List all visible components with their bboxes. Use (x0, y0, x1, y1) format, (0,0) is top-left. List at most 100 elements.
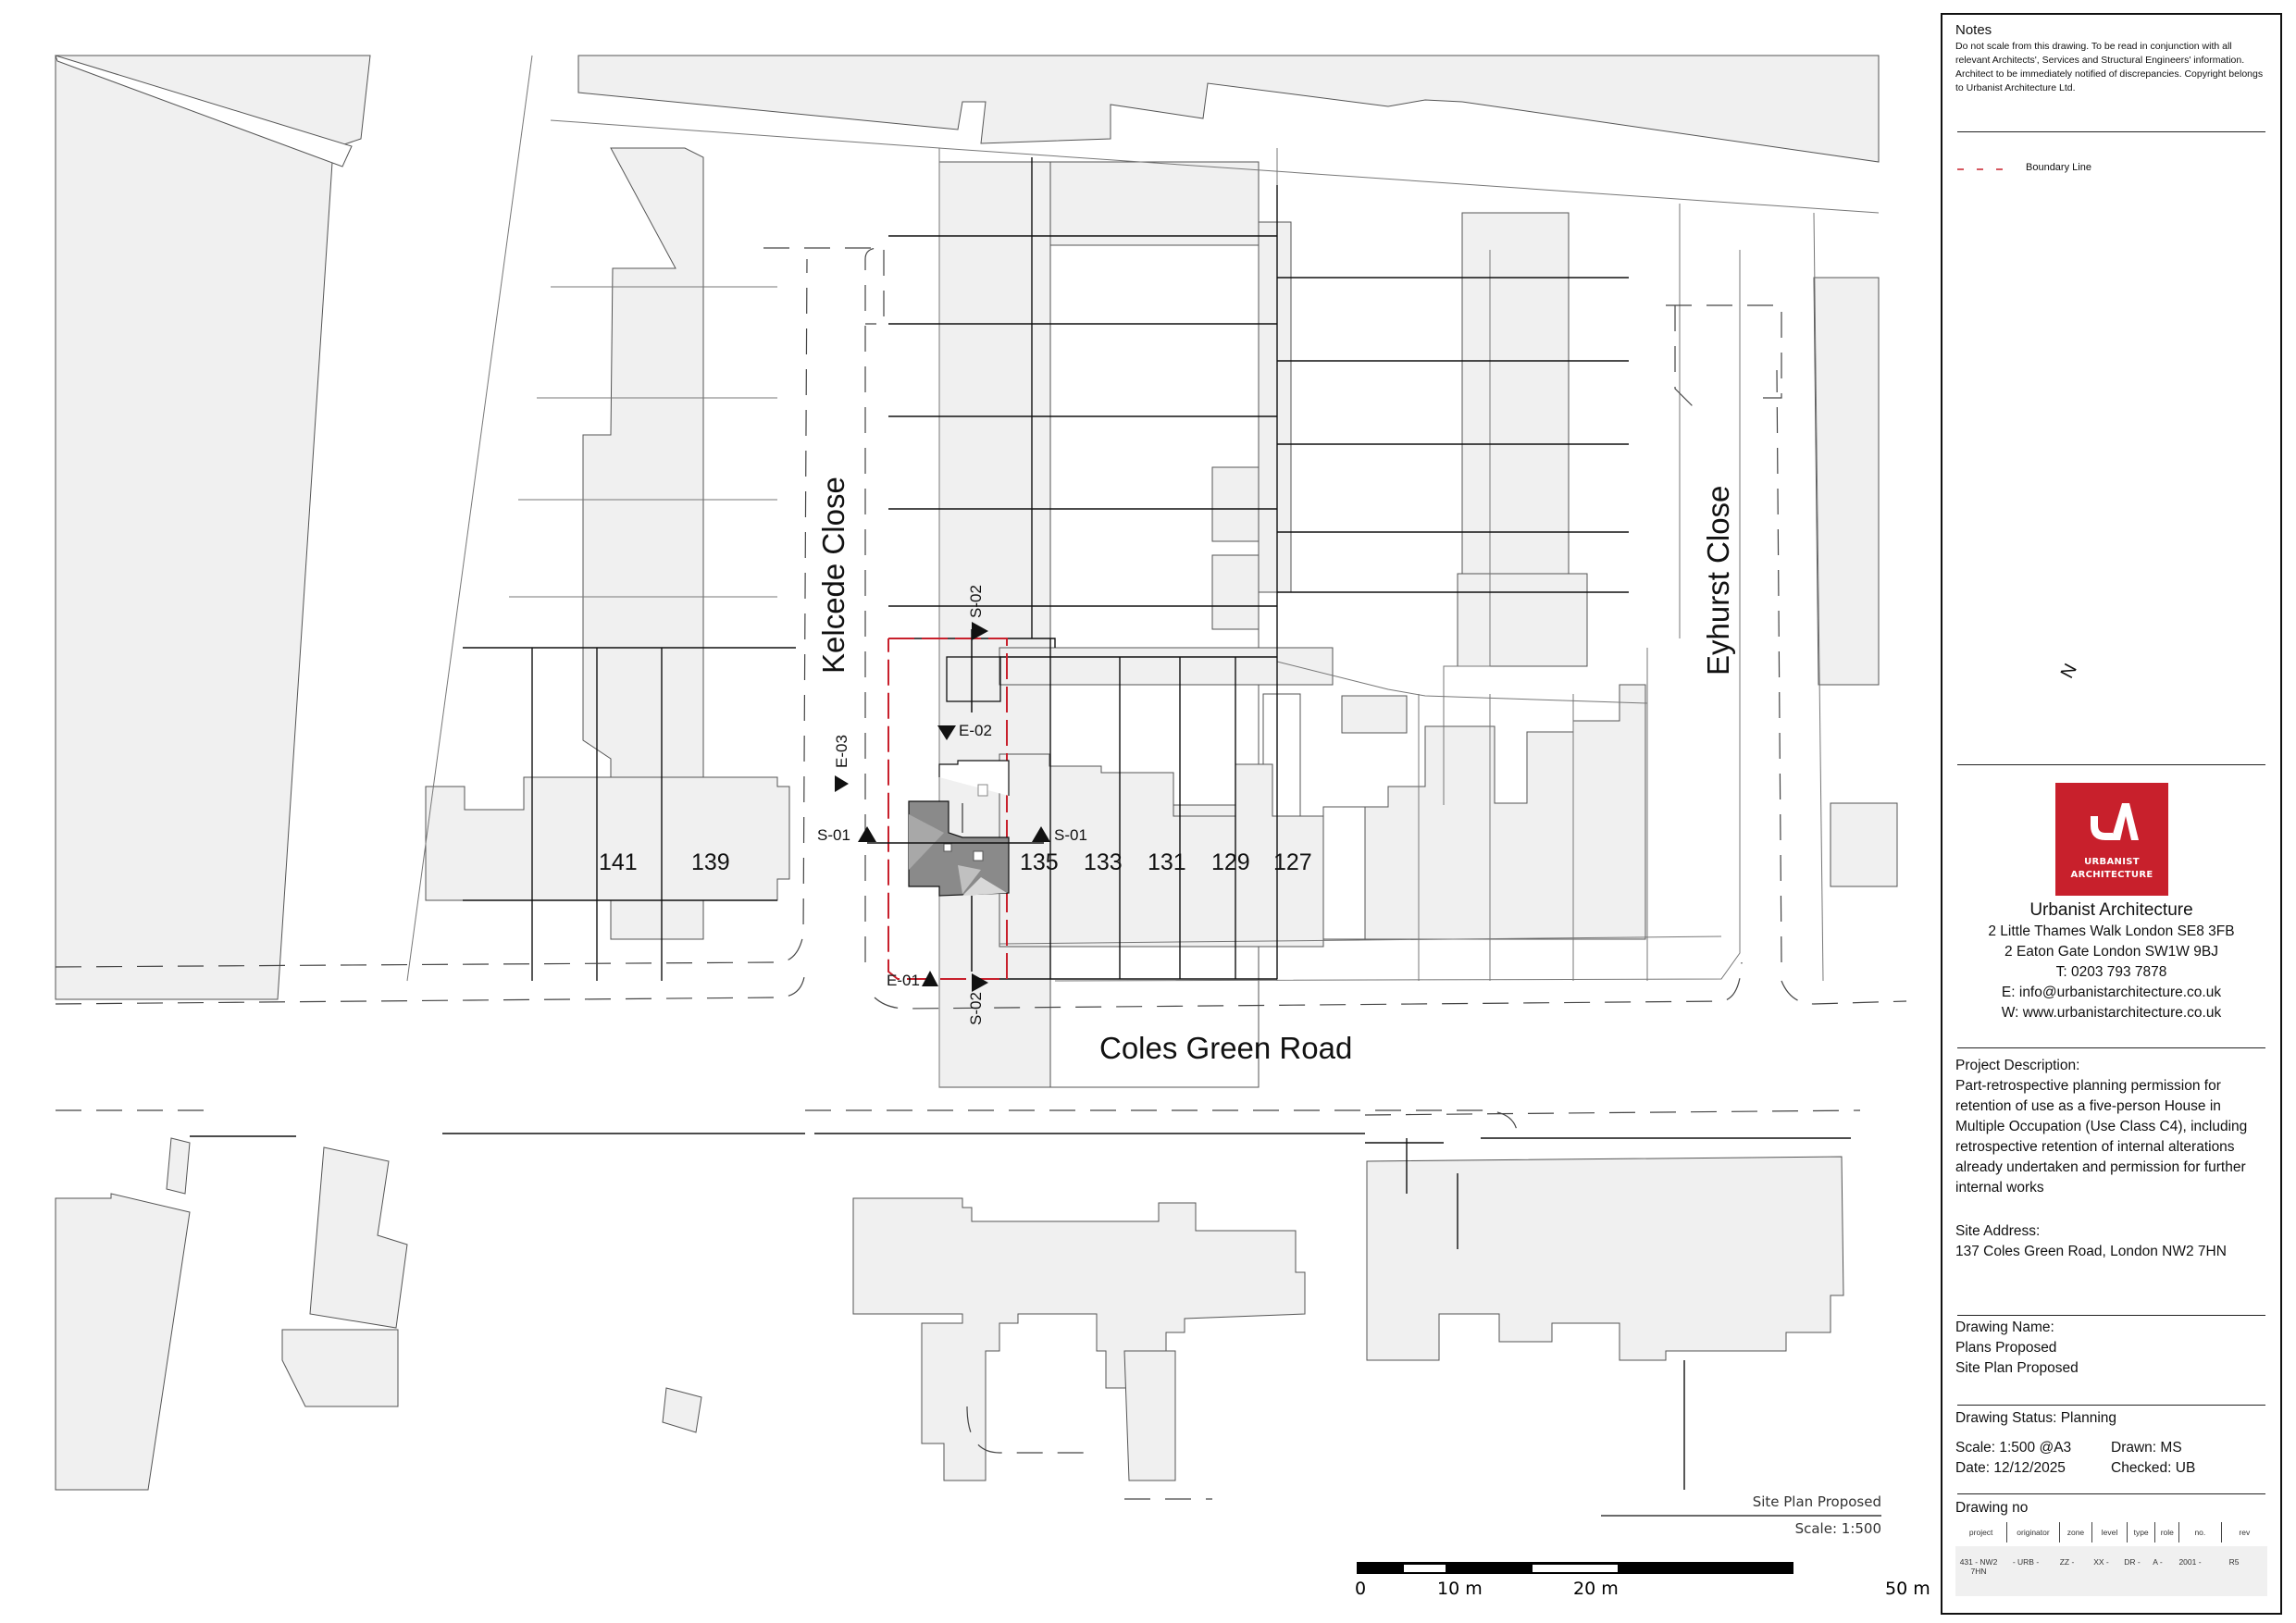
checked-by: Checked: UB (2111, 1460, 2196, 1476)
building-block (55, 1193, 191, 1491)
col-originator: originator (2007, 1522, 2060, 1542)
col-role: role (2155, 1522, 2180, 1542)
plan-caption-title: Site Plan Proposed (1752, 1493, 1881, 1510)
section-marker-s02-bottom-arrow (972, 973, 988, 992)
plan-caption-scale: Scale: 1:500 (1794, 1520, 1881, 1537)
section-label-e02: E-02 (959, 722, 992, 739)
company-address-2: 2 Eaton Gate London SW1W 9BJ (2004, 944, 2218, 960)
drawing-status: Drawing Status: Planning (1955, 1410, 2117, 1426)
logo-text-line1: URBANIST (2084, 857, 2140, 867)
building-block (1364, 684, 1646, 940)
scale-label-20m: 20 m (1573, 1579, 1619, 1599)
val-type: DR - (2124, 1557, 2141, 1567)
section-label-s02-top: S-02 (967, 585, 985, 618)
drawing-name-heading: Drawing Name: (1955, 1319, 2054, 1335)
val-rev: R5 (2228, 1557, 2240, 1567)
building-block (55, 55, 371, 1000)
val-role: A - (2153, 1557, 2163, 1567)
legend-boundary-line: Boundary Line (1955, 161, 2267, 175)
site-boundary-line (887, 638, 1008, 980)
site-address-heading: Site Address: (1955, 1223, 2041, 1239)
val-originator: - URB - (2012, 1557, 2040, 1567)
drawing-name-line1: Plans Proposed (1955, 1340, 2057, 1356)
section-label-s01-right: S-01 (1054, 826, 1087, 844)
divider (1957, 1315, 2265, 1316)
section-marker-s02-top-arrow (972, 622, 988, 640)
drawing-date: Date: 12/12/2025 (1955, 1460, 2066, 1476)
company-info: Urbanist Architecture 2 Little Thames Wa… (1955, 899, 2267, 1023)
divider (1957, 1405, 2265, 1406)
section-marker-e03-arrow (835, 775, 849, 792)
ua-logo-icon (2091, 803, 2139, 840)
col-type: type (2128, 1522, 2156, 1542)
building-block (1366, 1156, 1844, 1361)
section-marker-s01-left-arrow (858, 826, 876, 842)
section-label-s01-left: S-01 (817, 826, 850, 844)
road-label-kelcede-close: Kelcede Close (816, 477, 850, 674)
project-description-section: Project Description: Part-retrospective … (1955, 1056, 2267, 1198)
building-block (281, 1329, 399, 1407)
road-label-eyhurst-close: Eyhurst Close (1701, 485, 1735, 675)
notes-section: Notes Do not scale from this drawing. To… (1955, 22, 2267, 95)
house-number-139: 139 (691, 849, 730, 875)
scale-label-50m: 50 m (1885, 1579, 1930, 1599)
notes-body: Do not scale from this drawing. To be re… (1955, 41, 2264, 93)
scale-bar (1357, 1515, 1881, 1574)
company-email[interactable]: E: info@urbanistarchitecture.co.uk (2001, 985, 2222, 1000)
notes-heading: Notes (1955, 22, 1992, 38)
boundary-line-legend-icon (1957, 167, 2011, 170)
title-block: Notes Do not scale from this drawing. To… (1941, 13, 2282, 1615)
building-block (425, 776, 790, 901)
legend-boundary-line-label: Boundary Line (2026, 162, 2091, 173)
divider (1957, 764, 2265, 765)
section-marker-s01-right-arrow (1032, 826, 1050, 842)
val-level: XX - (2093, 1557, 2109, 1567)
company-name: Urbanist Architecture (2029, 900, 2193, 920)
building-block (852, 1197, 1306, 1481)
drawn-by: Drawn: MS (2111, 1440, 2182, 1456)
site-plan-map (55, 55, 1907, 1574)
val-project: 431 - NW2 7HN (1959, 1557, 1998, 1576)
col-no: no. (2179, 1522, 2222, 1542)
section-label-s02-bottom: S-02 (967, 992, 985, 1025)
building-block (1123, 1350, 1176, 1481)
section-marker-e02-arrow (937, 725, 956, 740)
drawing-no-table: project originator zone level type role … (1955, 1522, 2267, 1596)
scale-label-10m: 10 m (1437, 1579, 1483, 1599)
site-address-section: Site Address: 137 Coles Green Road, Lond… (1955, 1221, 2267, 1262)
drawing-no-value-row: 431 - NW2 7HN - URB - ZZ - XX - DR - A -… (1955, 1546, 2267, 1596)
company-phone: T: 0203 793 7878 (2055, 964, 2167, 980)
building-block (1813, 277, 1880, 686)
drawing-no-heading: Drawing no (1955, 1500, 2029, 1516)
drawing-no-header-row: project originator zone level type role … (1955, 1522, 2267, 1542)
col-project: project (1955, 1522, 2008, 1542)
drawing-scale: Scale: 1:500 @A3 (1955, 1440, 2072, 1456)
drawing-name-line2: Site Plan Proposed (1955, 1360, 2079, 1376)
col-zone: zone (2060, 1522, 2093, 1542)
building-block (662, 1387, 702, 1433)
logo-text-line2: ARCHITECTURE (2070, 870, 2153, 880)
house-number-141: 141 (599, 849, 638, 875)
section-label-e01: E-01 (887, 972, 920, 989)
drawing-no-heading-wrap: Drawing no (1955, 1498, 2267, 1518)
house-number-129: 129 (1211, 849, 1250, 875)
building-block (577, 55, 1880, 163)
val-zone: ZZ - (2059, 1557, 2075, 1567)
house-number-127: 127 (1273, 849, 1312, 875)
section-label-e03: E-03 (833, 735, 850, 768)
building-block (309, 1146, 408, 1329)
house-number-131: 131 (1148, 849, 1186, 875)
section-marker-e01-arrow (922, 971, 938, 986)
project-description-body: Part-retrospective planning permission f… (1955, 1078, 2248, 1196)
company-website[interactable]: W: www.urbanistarchitecture.co.uk (2001, 1005, 2222, 1021)
company-address-1: 2 Little Thames Walk London SE8 3FB (1988, 923, 2235, 939)
divider (1957, 131, 2265, 132)
project-description-heading: Project Description: (1955, 1058, 2080, 1073)
road-label-coles-green-road: Coles Green Road (1099, 1031, 1353, 1065)
site-building (908, 656, 1010, 897)
divider (1957, 1493, 2265, 1494)
drawing-status-section: Drawing Status: Planning Scale: 1:500 @A… (1955, 1408, 2267, 1479)
scale-label-0: 0 (1355, 1579, 1367, 1599)
col-rev: rev (2239, 1528, 2251, 1537)
building-block (166, 1137, 191, 1195)
